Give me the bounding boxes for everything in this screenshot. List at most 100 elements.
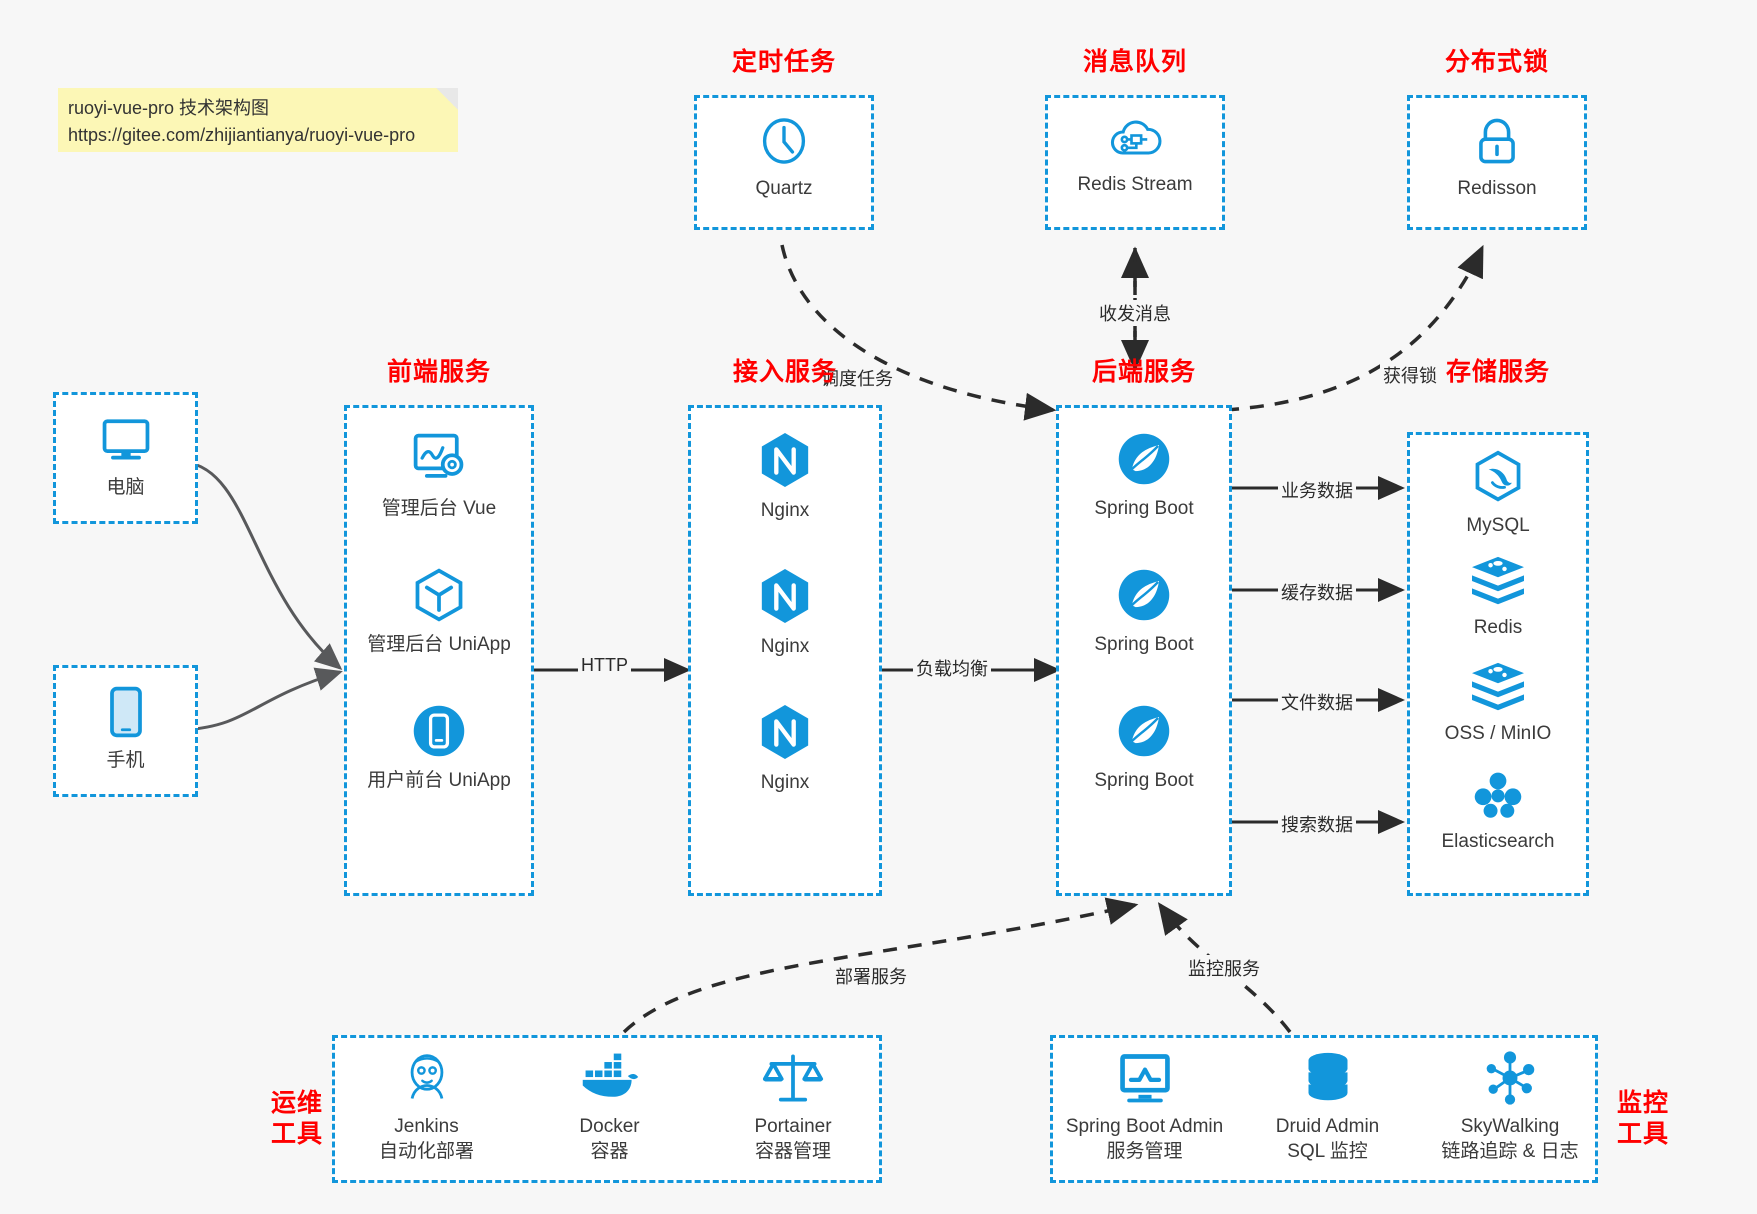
scheduled-task-box[interactable]: Quartz [694,95,874,230]
redis-stack-icon [1472,556,1524,605]
section-title-scheduled-task: 定时任务 [731,48,836,76]
node-label-oss-minio: OSS / MinIO [1444,723,1552,744]
client-box-pc[interactable]: 电脑 [53,392,198,524]
node-redis[interactable]: Redis [1410,555,1586,640]
node-nginx-3[interactable]: Nginx [691,702,879,795]
section-title-devops-line2: 工具 [270,1120,323,1148]
spring-leaf-icon [1118,569,1170,621]
section-title-distributed-lock: 分布式锁 [1444,48,1549,76]
edge-label-http: HTTP [578,655,631,676]
mysql-dolphin-icon [1475,450,1521,502]
edge-label-send-receive-message: 收发消息 [1096,300,1174,326]
node-pc[interactable]: 电脑 [56,411,195,500]
distributed-lock-box[interactable]: Redisson [1407,95,1587,230]
edge-label-search-data: 搜索数据 [1278,811,1356,837]
spring-leaf-icon [1118,433,1170,485]
clock-icon [762,118,806,164]
node-docker[interactable]: Docker 容器 [518,1050,701,1164]
node-redisson[interactable]: Redisson [1410,114,1584,201]
node-label-elasticsearch: Elasticsearch [1441,831,1555,852]
node-label-admin-vue: 管理后台 Vue [381,498,497,519]
node-sub-spring-boot-admin: 服务管理 [1106,1141,1183,1162]
node-label-quartz: Quartz [755,178,813,199]
dashboard-gear-icon [413,433,464,478]
node-sub-jenkins: 自动化部署 [378,1141,474,1162]
cloud-stream-icon [1110,120,1162,155]
section-title-monitor-line2: 工具 [1616,1120,1669,1148]
nginx-icon [761,704,809,760]
node-nginx-2[interactable]: Nginx [691,566,879,659]
node-label-redisson: Redisson [1457,178,1537,199]
edge-label-load-balance: 负载均衡 [913,655,991,681]
object-storage-icon [1472,662,1524,711]
storage-service-box[interactable]: MySQL Redis OSS / MinIO [1407,432,1589,896]
nginx-icon [761,432,809,488]
node-label-nginx-1: Nginx [760,500,810,521]
node-mysql[interactable]: MySQL [1410,449,1586,538]
database-icon [1308,1052,1347,1101]
node-admin-vue[interactable]: 管理后台 Vue [347,430,531,521]
node-label-spring-boot-3: Spring Boot [1094,770,1194,791]
node-label-mysql: MySQL [1466,515,1530,536]
lock-icon [1479,118,1515,164]
note-line-url: https://gitee.com/zhijiantianya/ruoyi-vu… [68,125,416,145]
node-portainer[interactable]: Portainer 容器管理 [701,1050,885,1164]
devops-tools-box[interactable]: Jenkins 自动化部署 Docker 容器 [332,1035,882,1183]
node-label-pc: 电脑 [106,477,145,498]
monitor-tools-box[interactable]: Spring Boot Admin 服务管理 Druid Admin SQL 监… [1050,1035,1598,1183]
node-sub-druid-admin: SQL 监控 [1287,1141,1368,1162]
section-title-message-queue: 消息队列 [1082,48,1187,76]
node-spring-boot-1[interactable]: Spring Boot [1059,430,1229,521]
section-title-backend: 后端服务 [1091,358,1196,386]
node-label-redis-stream: Redis Stream [1077,174,1193,195]
node-nginx-1[interactable]: Nginx [691,430,879,523]
node-label-docker: Docker [579,1116,640,1137]
node-spring-boot-3[interactable]: Spring Boot [1059,702,1229,793]
node-label-nginx-3: Nginx [760,772,810,793]
node-mobile[interactable]: 手机 [56,684,195,773]
network-nodes-icon [1486,1051,1535,1105]
section-title-monitor-line1: 监控 [1616,1089,1669,1117]
message-queue-box[interactable]: Redis Stream [1045,95,1225,230]
edge-label-schedule-task: 调度任务 [818,365,896,391]
node-label-mobile: 手机 [106,750,145,771]
edge-label-acquire-lock: 获得锁 [1380,362,1440,388]
node-spring-boot-2[interactable]: Spring Boot [1059,566,1229,657]
node-skywalking[interactable]: SkyWalking 链路追踪 & 日志 [1419,1050,1601,1164]
cube-icon [415,568,463,622]
node-label-nginx-2: Nginx [760,636,810,657]
edge-label-business-data: 业务数据 [1278,477,1356,503]
node-label-portainer: Portainer [754,1116,832,1137]
node-quartz[interactable]: Quartz [697,114,871,201]
gateway-service-box[interactable]: Nginx Nginx Nginx [688,405,882,896]
node-elasticsearch[interactable]: Elasticsearch [1410,767,1586,854]
edge-label-cache-data: 缓存数据 [1278,579,1356,605]
node-redis-stream[interactable]: Redis Stream [1048,114,1222,197]
node-admin-uniapp[interactable]: 管理后台 UniApp [347,566,531,657]
node-spring-boot-admin[interactable]: Spring Boot Admin 服务管理 [1053,1050,1236,1164]
node-jenkins[interactable]: Jenkins 自动化部署 [335,1050,518,1164]
node-label-skywalking: SkyWalking [1460,1116,1560,1137]
node-sub-skywalking: 链路追踪 & 日志 [1441,1141,1579,1162]
node-oss-minio[interactable]: OSS / MinIO [1410,661,1586,746]
section-title-gateway: 接入服务 [732,358,837,386]
section-title-devops-line1: 运维 [270,1089,323,1117]
info-note: ruoyi-vue-pro 技术架构图 https://gitee.com/zh… [58,88,458,152]
backend-service-box[interactable]: Spring Boot Spring Boot Spring Boot [1056,405,1232,896]
node-label-spring-boot-1: Spring Boot [1094,498,1194,519]
section-title-frontend: 前端服务 [386,358,491,386]
node-sub-docker: 容器 [590,1141,629,1162]
node-user-uniapp[interactable]: 用户前台 UniApp [347,702,531,793]
note-fold-corner [436,88,458,110]
frontend-service-box[interactable]: 管理后台 Vue 管理后台 UniApp 用户前台 UniApp [344,405,534,896]
node-label-redis: Redis [1473,617,1523,638]
monitor-chart-icon [1119,1054,1170,1103]
section-title-monitor: 监控 工具 [1608,1088,1678,1150]
node-sub-portainer: 容器管理 [754,1141,831,1162]
node-label-jenkins: Jenkins [394,1116,459,1137]
node-druid-admin[interactable]: Druid Admin SQL 监控 [1236,1050,1419,1164]
section-title-storage: 存储服务 [1445,358,1550,386]
mobile-app-icon [413,705,465,757]
section-title-devops: 运维 工具 [262,1088,332,1150]
client-box-mobile[interactable]: 手机 [53,665,198,797]
